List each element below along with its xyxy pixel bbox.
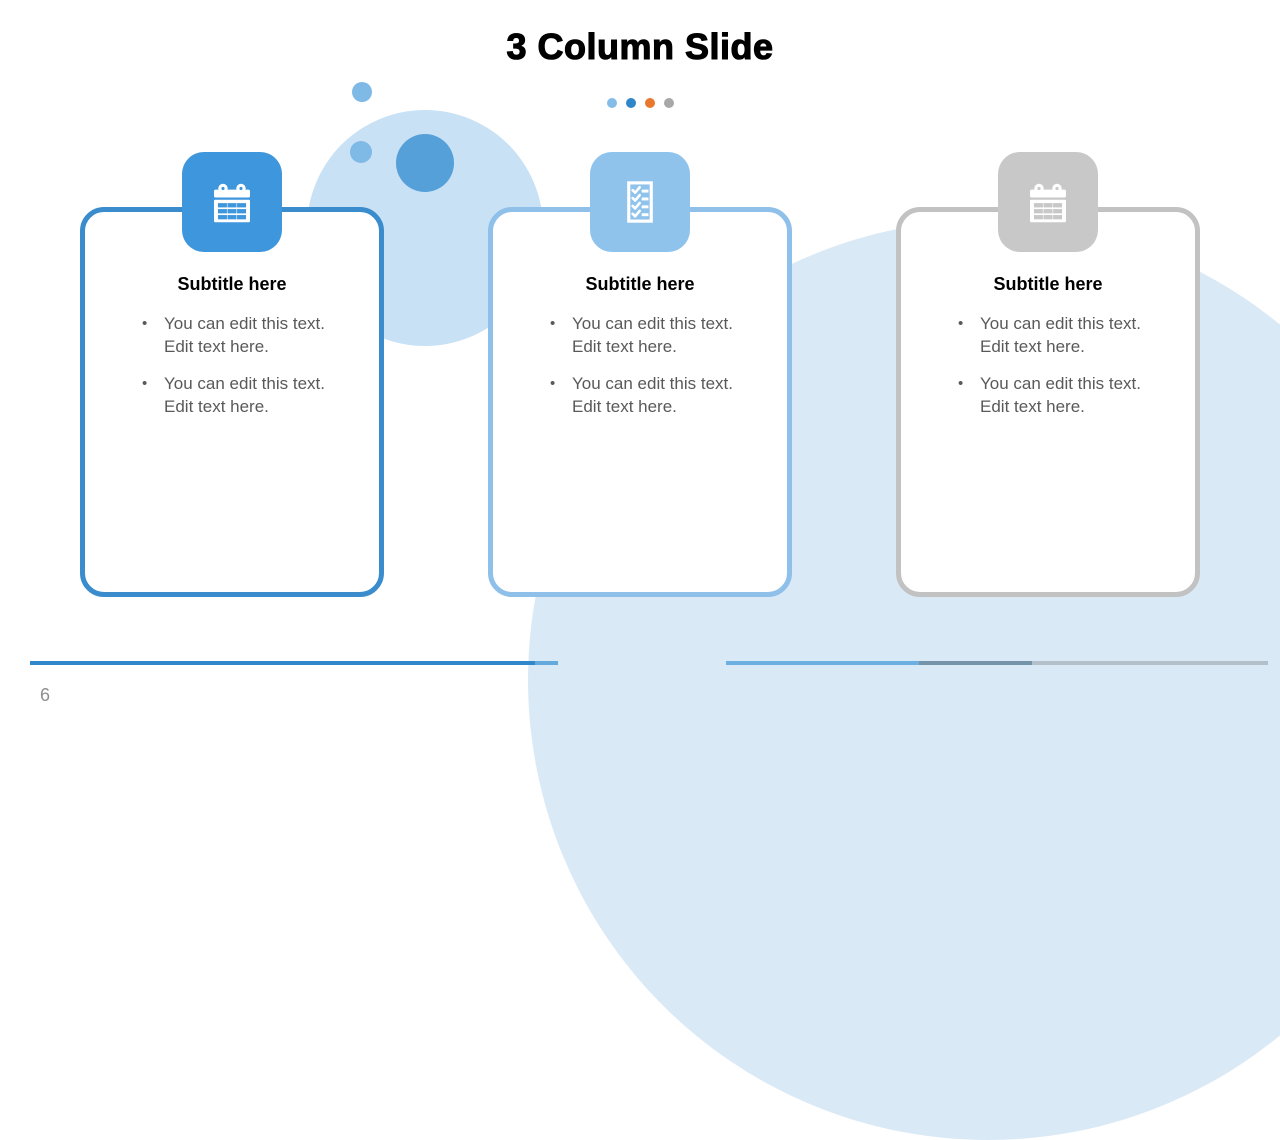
page-number: 6: [40, 685, 51, 705]
column-card-1: Subtitle here You can edit this text. Ed…: [80, 207, 384, 597]
progress-dot: [644, 98, 655, 108]
progress-dot: [606, 98, 617, 108]
bullet-line: You can edit this text.: [572, 314, 733, 333]
bullet-item: You can edit this text. Edit text here.: [958, 372, 1171, 418]
column-card-2: Subtitle here You can edit this text. Ed…: [488, 207, 792, 597]
footer-line-left-segment: [535, 661, 558, 665]
background-circle-small: [350, 141, 372, 163]
bullet-line: Edit text here.: [164, 337, 269, 356]
background-circle-medium: [396, 134, 454, 192]
bullet-item: You can edit this text. Edit text here.: [142, 372, 355, 418]
bullet-line: Edit text here.: [980, 397, 1085, 416]
card-bullet-list: You can edit this text. Edit text here. …: [109, 312, 355, 418]
card-bullet-list: You can edit this text. Edit text here. …: [925, 312, 1171, 418]
bullet-line: Edit text here.: [164, 397, 269, 416]
page-title: 3 Column Slide: [506, 25, 774, 67]
column-card-3: Subtitle here You can edit this text. Ed…: [896, 207, 1200, 597]
background-circle-small: [352, 82, 372, 102]
progress-dot: [625, 98, 636, 108]
progress-dot: [663, 98, 674, 108]
footer-line-right-segment: [1032, 661, 1268, 665]
calendar-icon: [998, 152, 1098, 252]
calendar-icon: [182, 152, 282, 252]
card-subtitle: Subtitle here: [585, 274, 695, 294]
bullet-line: You can edit this text.: [572, 374, 733, 393]
card-subtitle: Subtitle here: [993, 274, 1103, 294]
bullet-item: You can edit this text. Edit text here.: [550, 372, 763, 418]
footer-line-left-segment: [30, 661, 535, 665]
bullet-line: You can edit this text.: [164, 374, 325, 393]
checklist-icon: [590, 152, 690, 252]
bullet-item: You can edit this text. Edit text here.: [142, 312, 355, 358]
bullet-line: You can edit this text.: [164, 314, 325, 333]
bullet-line: You can edit this text.: [980, 374, 1141, 393]
bullet-line: Edit text here.: [572, 337, 677, 356]
card-subtitle: Subtitle here: [177, 274, 287, 294]
bullet-line: Edit text here.: [572, 397, 677, 416]
bullet-line: Edit text here.: [980, 337, 1085, 356]
bullet-line: You can edit this text.: [980, 314, 1141, 333]
bullet-item: You can edit this text. Edit text here.: [550, 312, 763, 358]
footer-line-right-segment: [919, 661, 1032, 665]
card-bullet-list: You can edit this text. Edit text here. …: [517, 312, 763, 418]
progress-dots: [0, 98, 1280, 108]
footer-line-right-segment: [726, 661, 919, 665]
bullet-item: You can edit this text. Edit text here.: [958, 312, 1171, 358]
